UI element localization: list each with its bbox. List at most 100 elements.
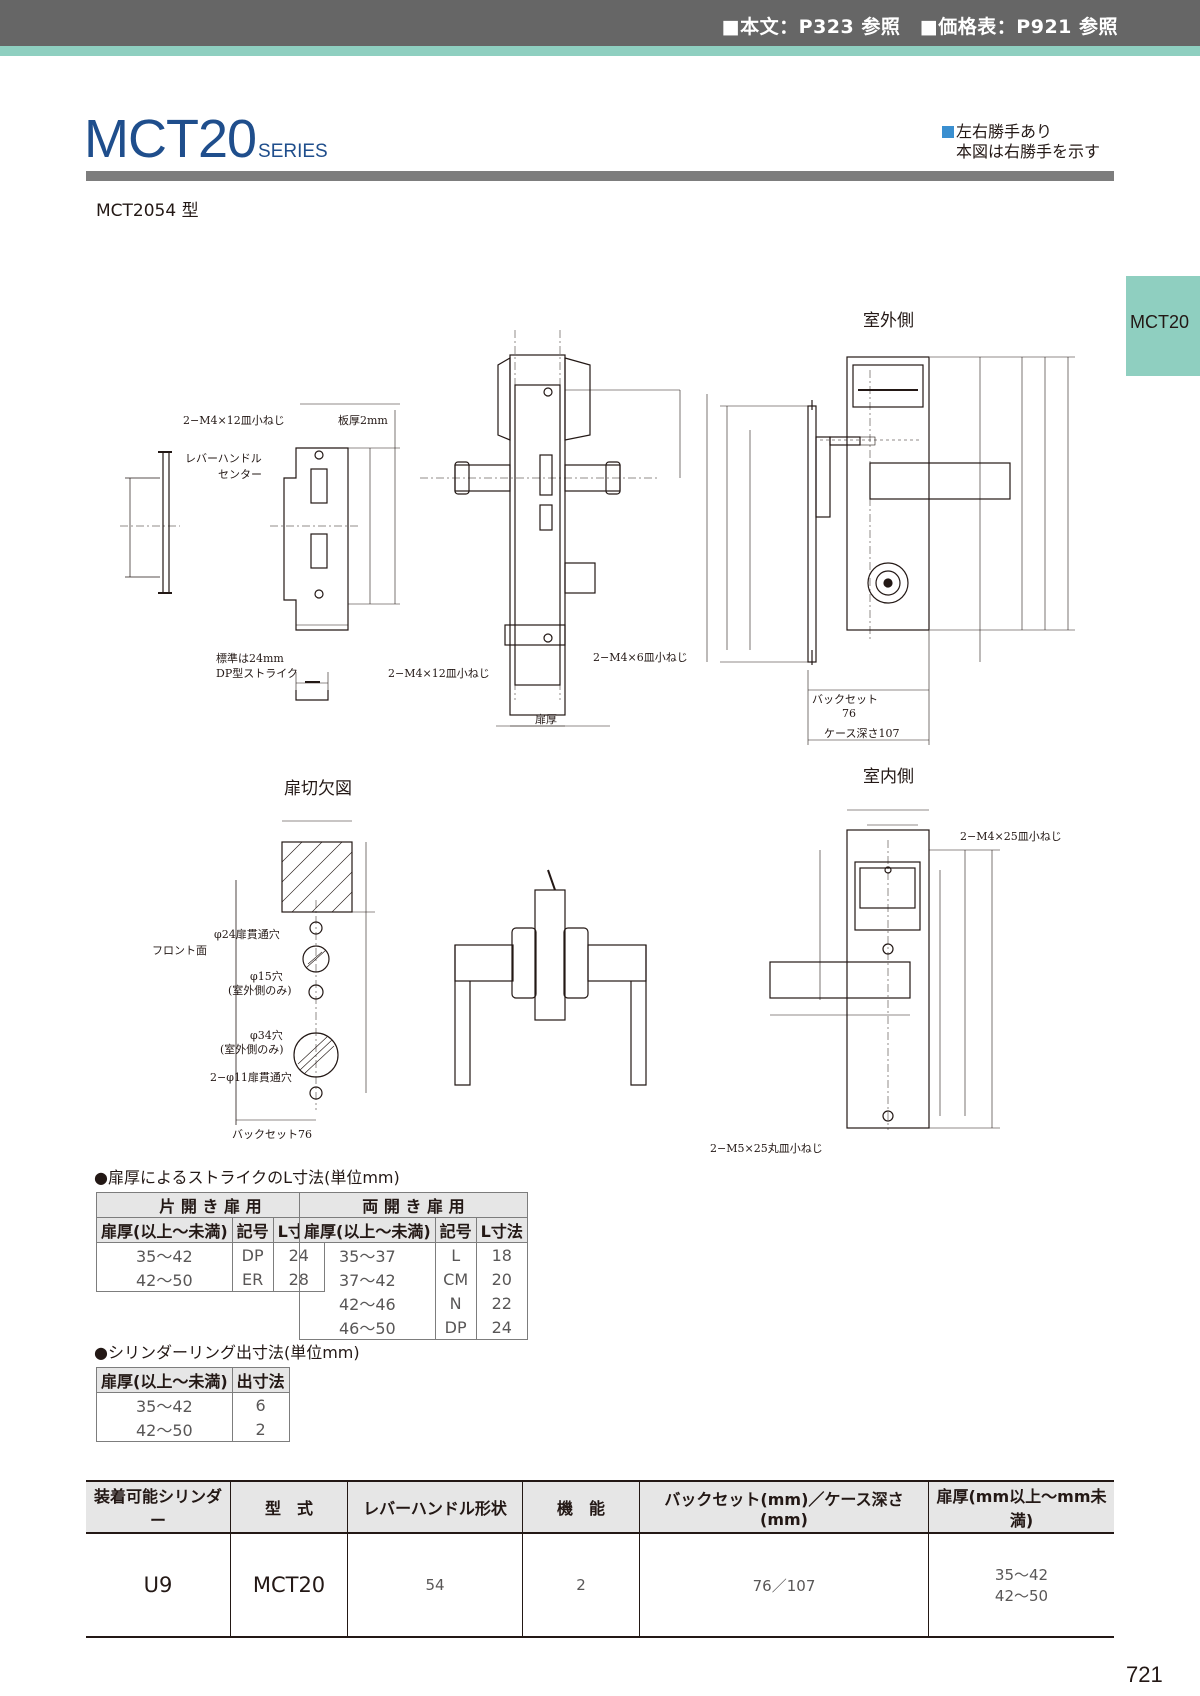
- table-row: 35〜37 L 18: [299, 1242, 528, 1267]
- note-lever-center-2: センター: [218, 468, 262, 481]
- double-door-title: 両 開 き 扉 用: [299, 1192, 528, 1218]
- note-front-face: フロント面: [152, 944, 207, 957]
- cell: DP: [231, 1242, 274, 1267]
- col-cylinder: 装着可能シリンダー: [86, 1480, 231, 1534]
- cell: 46〜50: [299, 1315, 436, 1340]
- table-row: 35〜42 DP 24: [96, 1242, 325, 1267]
- cell: L: [434, 1242, 477, 1267]
- cylinder-ring-table: 扉厚(以上〜未満) 出寸法 35〜42 6 42〜50 2: [96, 1367, 290, 1442]
- cell-backset: 76／107: [639, 1533, 929, 1638]
- strike-section-heading: ●扉厚によるストライクのL寸法(単位mm): [94, 1168, 400, 1187]
- table-row: 46〜50 DP 24: [299, 1315, 528, 1340]
- cell: DP: [434, 1315, 477, 1340]
- cell: 18: [475, 1242, 528, 1267]
- square-bullet-icon: [942, 126, 954, 138]
- cell: ER: [231, 1267, 274, 1292]
- thickness-range-1: 35〜42: [994, 1566, 1049, 1584]
- cell-lever: 54: [347, 1533, 523, 1638]
- col-backset: バックセット(mm)／ケース深さ(mm): [639, 1480, 929, 1534]
- lock-section-view: [420, 330, 681, 727]
- note-standard-2: DP型ストライク: [216, 666, 298, 680]
- note-plate-thickness: 板厚2mm: [338, 413, 388, 427]
- table-row: 42〜46 N 22: [299, 1291, 528, 1315]
- strike-front-view: [120, 451, 180, 594]
- note-hole-11: 2−φ11扉貫通穴: [210, 1070, 292, 1084]
- technical-drawing: 2−M4×12皿小ねじ 板厚2mm レバーハンドル センター 標準は24mm D…: [120, 330, 1075, 1155]
- col-thickness: 扉厚(以上〜未満): [96, 1367, 233, 1393]
- cell: 35〜37: [299, 1242, 436, 1267]
- side-tab-label: MCT20: [1130, 312, 1190, 332]
- note-screw-m4x12: 2−M4×12皿小ねじ: [183, 414, 285, 427]
- view-label-indoor: 室内側: [863, 767, 914, 787]
- side-tab[interactable]: MCT20: [1126, 276, 1200, 376]
- note-screw-m4x25: 2−M4×25皿小ねじ: [960, 830, 1062, 843]
- note-backset-76: 76: [842, 707, 856, 720]
- table-row: 42〜50 2: [96, 1417, 290, 1442]
- note-case-depth: ケース深さ107: [824, 727, 899, 740]
- cell-door-thickness: 35〜42 42〜50: [928, 1533, 1114, 1638]
- col-lever: レバーハンドル形状: [347, 1480, 523, 1534]
- col-thickness: 扉厚(以上〜未満): [96, 1217, 233, 1243]
- note-hole-34: φ34穴: [250, 1028, 283, 1042]
- top-bar: [0, 0, 1200, 46]
- handing-note: 左右勝手あり 本図は右勝手を示す: [942, 122, 1100, 162]
- col-code: 記号: [434, 1217, 477, 1243]
- col-l-dim: L寸法: [475, 1217, 528, 1243]
- model-label: MCT2054 型: [96, 201, 199, 221]
- door-cutout-view: [235, 820, 375, 1125]
- ring-section-heading: ●シリンダーリング出寸法(単位mm): [94, 1343, 360, 1362]
- cell: 2: [231, 1417, 290, 1442]
- handing-note-line1: 左右勝手あり: [956, 122, 1053, 141]
- title-rule: [86, 171, 1114, 181]
- col-thickness: 扉厚(以上〜未満): [299, 1217, 436, 1243]
- cell: 6: [231, 1392, 290, 1417]
- col-function: 機 能: [522, 1480, 640, 1534]
- single-door-title: 片 開 き 扉 用: [96, 1192, 325, 1218]
- series-suffix: SERIES: [258, 141, 328, 162]
- note-hole-34-side: (室外側のみ): [220, 1042, 284, 1056]
- cell-function: 2: [522, 1533, 640, 1638]
- cell: 24: [475, 1315, 528, 1340]
- col-door-thickness: 扉厚(mm以上〜mm未満): [928, 1480, 1114, 1534]
- note-hole-15-side: (室外側のみ): [228, 983, 292, 997]
- cell: 42〜50: [96, 1417, 233, 1442]
- cell: 22: [475, 1291, 528, 1315]
- table-row: 42〜50 ER 28: [96, 1267, 325, 1292]
- lever-top-view: [454, 869, 647, 1086]
- table-row: 37〜42 CM 20: [299, 1267, 528, 1291]
- col-code: 記号: [231, 1217, 274, 1243]
- table-row: U9 MCT20 54 2 76／107 35〜42 42〜50: [86, 1533, 1114, 1638]
- note-backset-76-cutout: バックセット76: [232, 1128, 312, 1141]
- note-screw-m4x6: 2−M4×6皿小ねじ: [593, 651, 688, 664]
- strike-plate-view: [270, 403, 400, 701]
- view-label-cutout: 扉切欠図: [284, 779, 352, 799]
- single-door-table: 片 開 き 扉 用 扉厚(以上〜未満) 記号 L寸法 35〜42 DP 24 4…: [96, 1192, 325, 1292]
- note-hole-15: φ15穴: [250, 969, 283, 983]
- handing-note-line2: 本図は右勝手を示す: [956, 142, 1101, 161]
- note-backset: バックセット: [812, 693, 878, 706]
- note-standard-1: 標準は24mm: [216, 651, 284, 665]
- cell: 42〜50: [96, 1267, 233, 1292]
- cell: 35〜42: [96, 1242, 233, 1267]
- table-row: 35〜42 6: [96, 1392, 290, 1417]
- col-projection: 出寸法: [231, 1367, 290, 1393]
- cell: CM: [434, 1267, 477, 1291]
- note-lever-center-1: レバーハンドル: [185, 452, 262, 465]
- thickness-range-2: 42〜50: [994, 1587, 1049, 1605]
- series-name: MCT20: [84, 109, 257, 169]
- col-model: 型 式: [230, 1480, 348, 1534]
- indoor-side-view: [769, 809, 1000, 1130]
- note-screw-m4x12-b: 2−M4×12皿小ねじ: [388, 667, 490, 680]
- outdoor-side-view: [706, 356, 1075, 745]
- spec-table: 装着可能シリンダー 型 式 レバーハンドル形状 機 能 バックセット(mm)／ケ…: [86, 1480, 1114, 1638]
- cell-model: MCT20: [230, 1533, 348, 1638]
- cell: 35〜42: [96, 1392, 233, 1417]
- top-accent-stripe: [0, 46, 1200, 56]
- view-label-outdoor: 室外側: [863, 311, 914, 331]
- cell: N: [434, 1291, 477, 1315]
- cell-cylinder: U9: [86, 1533, 231, 1638]
- double-door-table: 両 開 き 扉 用 扉厚(以上〜未満) 記号 L寸法 35〜37 L 18 37…: [299, 1192, 528, 1340]
- page-number: 721: [1126, 1662, 1163, 1687]
- page-references: ■本文：P323 参照 ■価格表：P921 参照: [721, 16, 1118, 38]
